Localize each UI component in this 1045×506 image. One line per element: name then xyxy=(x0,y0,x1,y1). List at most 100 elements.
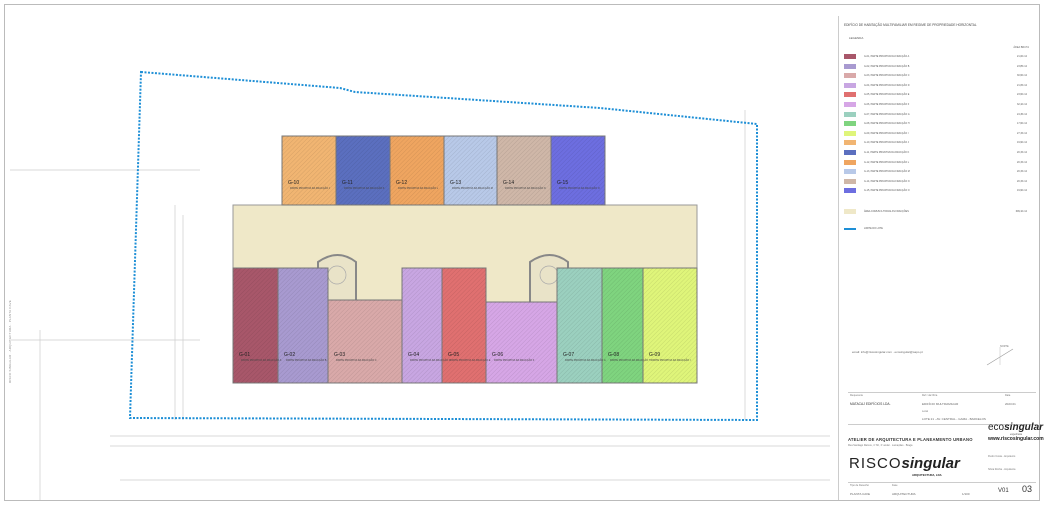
legend-swatch xyxy=(844,188,856,194)
legend-swatch xyxy=(844,130,856,136)
garage-sublabel: PARTE PRIVATIVA DA FRACÇÃO J xyxy=(290,187,331,190)
legend-swatch xyxy=(844,111,856,117)
contact-email: email: info@riscosingular.com · ecosingu… xyxy=(852,350,923,354)
garage-sublabel: PARTE PRIVATIVA DA FRACÇÃO F xyxy=(494,359,535,362)
garage-sublabel: PARTE PRIVATIVA DA FRACÇÃO O xyxy=(559,187,600,190)
legend-swatch xyxy=(844,102,856,107)
garage-label: G-13 xyxy=(450,180,462,186)
legend-swatch xyxy=(844,82,856,88)
garage-hatch xyxy=(278,268,328,383)
ref-label: Ref.ª da Obra xyxy=(922,394,938,397)
legend-value: 17,60 m2 xyxy=(1017,122,1027,126)
upper-garages xyxy=(281,135,606,206)
garage-hatch xyxy=(442,268,486,383)
legend-label: G-10, PARTE PRIVATIVA DA FRACÇÃO J xyxy=(864,141,909,145)
legend-value: 24,45 m2 xyxy=(1017,112,1027,116)
legend-item: G-02, PARTE PRIVATIVA DA FRACÇÃO B 23,85 … xyxy=(844,63,1032,70)
legend-swatch xyxy=(844,150,856,155)
legend-label: G-07, PARTE PRIVATIVA DA FRACÇÃO G xyxy=(864,112,910,116)
project-ref: EDIFÍCIO MULTIFAMILIAR xyxy=(922,402,959,406)
garage-label: G-01 xyxy=(239,352,251,358)
drawing-type: PLANTA CAVE xyxy=(850,492,871,496)
north-label: NORTE xyxy=(1000,345,1009,348)
legend-swatch xyxy=(844,169,856,175)
legend-swatch xyxy=(844,228,856,230)
legend-item: G-13, PARTE PRIVATIVA DA FRACÇÃO M 20,15 … xyxy=(844,169,1032,175)
garage-sublabel: PARTE PRIVATIVA DA FRACÇÃO M xyxy=(452,187,493,190)
garage-hatch xyxy=(557,268,602,383)
divider xyxy=(848,482,1036,483)
garage-label: G-12 xyxy=(396,180,408,186)
legend-swatch xyxy=(844,121,856,127)
garage-label: G-03 xyxy=(334,352,346,358)
sheet-frame xyxy=(4,4,1040,501)
drawing-version: V01 xyxy=(998,488,1009,494)
garage-label: G-11 xyxy=(342,180,353,186)
garage-label: G-10 xyxy=(288,180,300,186)
drawing-phase: ARQUITECTURA xyxy=(892,492,916,496)
garage-hatch xyxy=(328,300,402,383)
legend-item: G-04, PARTE PRIVATIVA DA FRACÇÃO D 21,05 … xyxy=(844,82,1032,89)
legend-label: G-13, PARTE PRIVATIVA DA FRACÇÃO M xyxy=(864,170,910,174)
legend-common-label: ÁREA COMUM A TODAS AS FRACÇÕES xyxy=(864,210,909,213)
divider xyxy=(848,424,1036,425)
legend-label: G-02, PARTE PRIVATIVA DA FRACÇÃO B xyxy=(864,64,910,68)
company-logo: RISCOsingular xyxy=(849,455,960,472)
legend-label: G-15, PARTE PRIVATIVA DA FRACÇÃO O xyxy=(864,189,910,193)
legend-swatch xyxy=(844,92,856,98)
architect-2: Sílvia Rocha - Arquitecta xyxy=(988,468,1016,471)
garage-hatch xyxy=(390,136,444,205)
garage-hatch xyxy=(551,136,605,205)
legend-value: 23,85 m2 xyxy=(1017,64,1027,68)
garage-sublabel: PARTE PRIVATIVA DA FRACÇÃO A xyxy=(241,359,282,362)
legend-panel: EDIFÍCIO DE HABITAÇÃO MULTIFAMILIAR EM R… xyxy=(838,16,1037,500)
legend-lot-limit: LIMITE DO LOTE xyxy=(844,226,1032,232)
garage-sublabel: PARTE PRIVATIVA DA FRACÇÃO H xyxy=(610,359,651,362)
garage-hatch xyxy=(402,268,442,383)
plan-title: EDIFÍCIO DE HABITAÇÃO MULTIFAMILIAR EM R… xyxy=(844,23,977,27)
legend-swatch xyxy=(844,63,856,69)
legend-label: G-11, PARTE PRIVATIVA DA FRACÇÃO K xyxy=(864,151,910,154)
garage-label: G-09 xyxy=(649,352,661,358)
fase-label: Fase xyxy=(892,484,898,487)
legend-value: 23,60 m2 xyxy=(1017,93,1027,97)
legend-label: G-12, PARTE PRIVATIVA DA FRACÇÃO L xyxy=(864,160,910,164)
legend-swatch xyxy=(844,178,856,184)
legend-label: G-04, PARTE PRIVATIVA DA FRACÇÃO D xyxy=(864,83,910,87)
garage-hatch xyxy=(444,136,498,205)
project-location: LOTE 21 - AV. CENTRAL - GAMA - BARCELOS xyxy=(922,417,986,421)
garage-label: G-15 xyxy=(557,180,569,186)
garage-hatch xyxy=(486,302,558,383)
context-lines xyxy=(10,110,830,500)
legend-swatch xyxy=(844,73,856,79)
legend-value: 30,60 m2 xyxy=(1017,74,1027,78)
legend-common-value: 609,10 m2 xyxy=(1015,210,1027,213)
eco-logo: ecosingular xyxy=(988,422,1044,433)
lower-garages xyxy=(232,267,698,384)
drawing-number: 03 xyxy=(1022,484,1033,494)
atelier-address: Rua Santiago Ramos, nº 60, 1º andar · La… xyxy=(848,444,913,447)
legend-swatch xyxy=(844,159,856,165)
legend-value: 20,15 m2 xyxy=(1017,170,1027,174)
garage-hatch xyxy=(643,268,697,383)
project-date: 2023.01 xyxy=(1005,402,1016,406)
area-heading: ÁREA BRUTA xyxy=(1013,46,1029,49)
garage-label: G-02 xyxy=(284,352,296,358)
garage-sublabel: PARTE PRIVATIVA DA FRACÇÃO E xyxy=(450,359,491,362)
eco-sub: engenharia xyxy=(1010,433,1022,436)
legend-value: 32,10 m2 xyxy=(1017,103,1027,106)
legend-value: 21,05 m2 xyxy=(1017,83,1027,87)
tipo-label: Tipo de Desenho xyxy=(850,484,869,487)
requerente-label: Requerente xyxy=(850,394,864,397)
